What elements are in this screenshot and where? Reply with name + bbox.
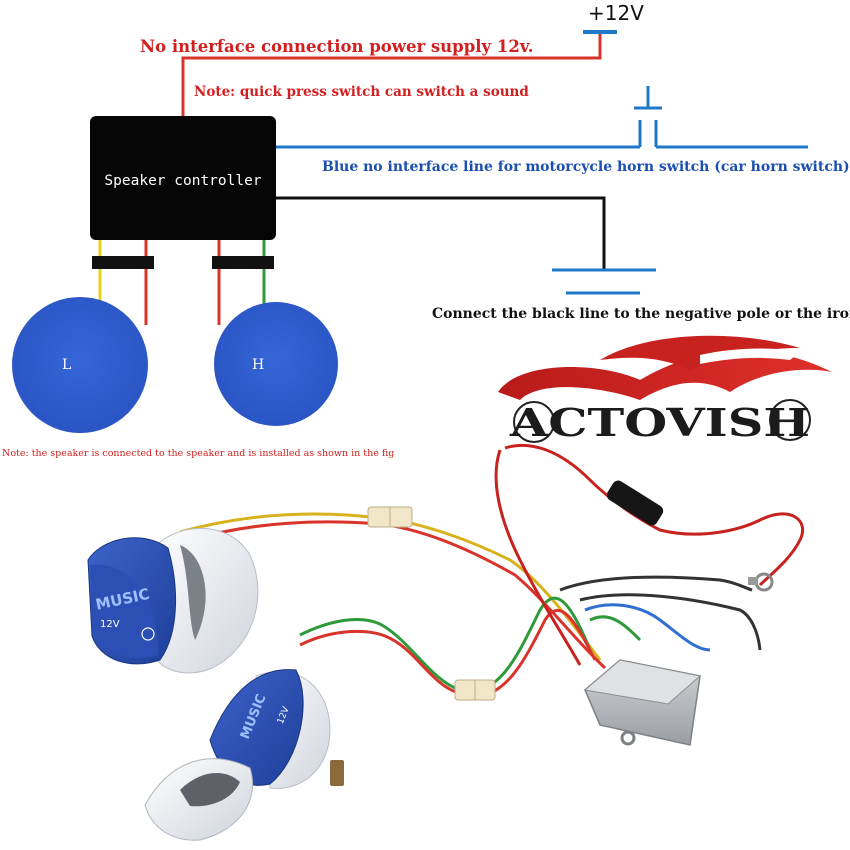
bottom-note: Note: the speaker is connected to the sp… xyxy=(2,448,394,459)
speaker-left: L xyxy=(12,297,148,433)
harness-connector-bottom xyxy=(454,679,496,701)
brand-logo: ACTOVISH xyxy=(498,335,832,445)
horn-upper-voltage: 12V xyxy=(100,619,120,630)
mount-tab-icon xyxy=(620,730,636,746)
controller-label: Speaker controller xyxy=(104,173,261,189)
horn-lower-bolt-icon xyxy=(330,760,344,786)
speaker-left-label: L xyxy=(62,357,71,373)
fuse-holder xyxy=(606,480,664,526)
speaker-controller: Speaker controller xyxy=(90,116,276,240)
ring-terminal-icon xyxy=(748,572,774,592)
power-wire xyxy=(181,30,617,116)
blue-line-note: Blue no interface line for motorcycle ho… xyxy=(322,159,850,175)
horn-switch-icon xyxy=(634,86,662,110)
wire-harness xyxy=(179,443,804,698)
logo-text: ACTOVISH xyxy=(509,400,810,445)
car-swoosh-icon xyxy=(498,335,832,400)
controller-module xyxy=(583,659,702,746)
horn-upper: MUSIC 12V xyxy=(87,527,259,674)
switch-note: Note: quick press switch can switch a so… xyxy=(194,84,529,100)
harness-connector-top xyxy=(367,506,413,528)
logo-ring-left xyxy=(513,401,555,443)
power-label: +12V xyxy=(588,1,644,25)
blue-switch-wire xyxy=(276,86,808,149)
ground-symbol-icon xyxy=(552,268,656,295)
connector-right xyxy=(212,256,274,269)
speaker-right: H xyxy=(214,302,338,426)
connector-left xyxy=(92,256,154,269)
speaker-right-label: H xyxy=(252,357,264,373)
horn-lower: MUSIC 12V xyxy=(144,669,344,841)
ground-note: Connect the black line to the negative p… xyxy=(432,306,850,322)
black-ground-wire xyxy=(276,196,656,295)
power-note: No interface connection power supply 12v… xyxy=(140,37,534,56)
horn-upper-mark-icon xyxy=(141,627,155,641)
logo-ring-right xyxy=(769,399,811,441)
